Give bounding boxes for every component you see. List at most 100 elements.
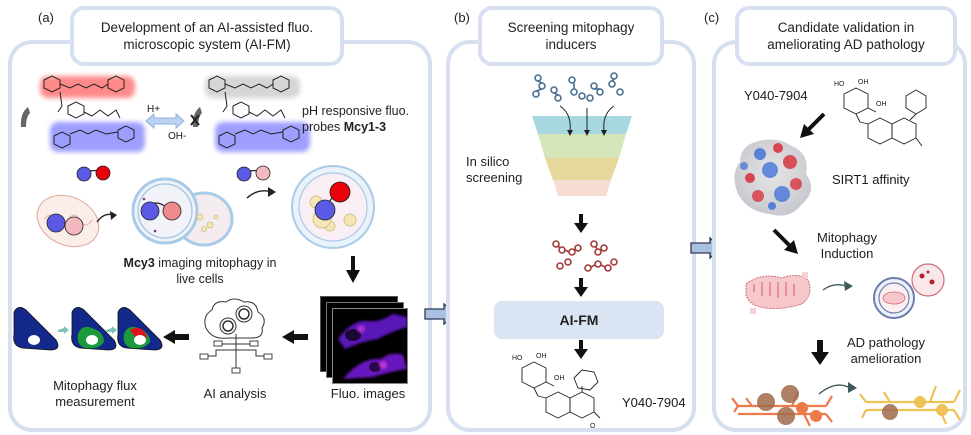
panel-a-title-line1: Development of an AI-assisted fluo. bbox=[100, 20, 314, 35]
arrow-icon bbox=[58, 326, 69, 334]
y040-7904-structure: HO OH OH bbox=[834, 79, 927, 147]
linker-structure bbox=[57, 91, 121, 119]
ad-line1: AD pathology bbox=[846, 335, 926, 350]
red-cyanine-structure bbox=[43, 75, 125, 93]
in-silico-line1: In silico bbox=[466, 154, 510, 169]
mito-induction-line1: Mitophagy bbox=[817, 230, 877, 245]
svg-text:OH: OH bbox=[876, 101, 887, 108]
sirt1-protein-surface bbox=[734, 139, 812, 216]
blue-cyanine-structure bbox=[218, 125, 300, 149]
curved-arrow-icon bbox=[96, 211, 117, 223]
flux-line2: measurement bbox=[55, 394, 135, 409]
oh-minus-label: OH- bbox=[168, 131, 187, 142]
down-arrow-icon bbox=[574, 278, 588, 297]
cell-stage-1 bbox=[13, 307, 59, 351]
left-arrow-icon bbox=[282, 330, 308, 344]
panel-b-title-line1: Screening mitophagy bbox=[507, 20, 635, 35]
imaging-line1: imaging mitophagy in bbox=[154, 256, 277, 270]
mitophagosome-icon bbox=[873, 263, 945, 319]
amyloid-plaque bbox=[757, 393, 775, 411]
imaging-caption: Mcy3 imaging mitophagy in live cells bbox=[110, 255, 290, 287]
screening-funnel bbox=[532, 105, 632, 196]
panel-c-header: Candidate validation in ameliorating AD … bbox=[735, 6, 957, 66]
down-arrow-icon bbox=[346, 256, 360, 283]
ai-brain-network-icon bbox=[199, 298, 273, 374]
probe-name-bold: Mcy1-3 bbox=[343, 120, 387, 134]
fluo-image-front bbox=[332, 308, 408, 384]
down-arrow-icon bbox=[574, 214, 588, 233]
amyloid-plaque bbox=[781, 385, 799, 403]
svg-text:HO: HO bbox=[512, 355, 523, 362]
probe-text-prefix: probes bbox=[302, 120, 344, 134]
grey-cyanine-structure bbox=[208, 75, 290, 119]
panel-a-label: (a) bbox=[38, 10, 54, 25]
svg-text:HO: HO bbox=[834, 81, 845, 88]
ad-line2: amelioration bbox=[850, 351, 922, 366]
arrow-icon bbox=[106, 326, 117, 334]
panel-b-title-line2: inducers bbox=[545, 37, 597, 52]
compound-library-icon bbox=[532, 72, 624, 102]
y040-7904-structure: HO OH OH O bbox=[512, 353, 601, 430]
funnel-layer-1 bbox=[532, 116, 632, 134]
funnel-layer-4 bbox=[553, 180, 611, 196]
svg-text:O: O bbox=[590, 423, 596, 430]
equilibrium-double-arrow-icon bbox=[145, 112, 185, 130]
cell-stage-2 bbox=[71, 307, 117, 351]
curved-arrow-icon bbox=[246, 187, 276, 199]
probe-molecule-inactive bbox=[205, 75, 310, 152]
imaging-line2: live cells bbox=[176, 272, 224, 286]
panel-a-title-line2: microscopic system (AI-FM) bbox=[123, 37, 291, 52]
probe-molecule-active bbox=[40, 75, 145, 152]
flux-line1: Mitophagy flux bbox=[53, 378, 137, 393]
svg-text:OH: OH bbox=[554, 375, 565, 382]
compound-label-b: Y040-7904 bbox=[622, 395, 686, 410]
curved-arrow-icon bbox=[822, 281, 853, 291]
ai-fm-box: AI-FM bbox=[494, 301, 664, 339]
panel-a-header: Development of an AI-assisted fluo. micr… bbox=[70, 6, 344, 66]
funnel-layer-2 bbox=[538, 134, 626, 158]
blue-cyanine-structure bbox=[53, 125, 135, 149]
mito-induction-line2: Induction bbox=[820, 246, 874, 261]
panel-b-header: Screening mitophagy inducers bbox=[478, 6, 664, 66]
h-plus-label: H+ bbox=[147, 104, 161, 115]
blue-cyanine-glow bbox=[50, 122, 145, 152]
curved-arrow-icon bbox=[818, 382, 857, 395]
panel-c-title-line1: Candidate validation in bbox=[777, 20, 915, 35]
amyloid-plaque bbox=[882, 404, 898, 420]
ai-analysis-label: AI analysis bbox=[203, 386, 267, 401]
diseased-neurons-with-plaques bbox=[731, 385, 833, 427]
svg-text:OH: OH bbox=[536, 353, 547, 360]
panel-c-label: (c) bbox=[704, 10, 720, 25]
fluorescent-cells bbox=[338, 314, 407, 379]
down-arrow-icon bbox=[574, 340, 588, 359]
sirt1-affinity-label: SIRT1 affinity bbox=[832, 172, 910, 187]
diagonal-arrow-icon bbox=[772, 228, 798, 254]
diagonal-arrow-icon bbox=[800, 112, 826, 138]
left-arrow-icon bbox=[163, 330, 189, 344]
curved-arrow-icon bbox=[20, 107, 30, 127]
mitophagy-flux-label: Mitophagy flux measurement bbox=[40, 378, 150, 410]
fluo-images-label: Fluo. images bbox=[330, 386, 406, 401]
panel-b bbox=[446, 40, 696, 432]
probe-icon-red bbox=[76, 165, 111, 182]
funnel-layer-3 bbox=[545, 158, 619, 180]
blocked-arrow-icon bbox=[190, 107, 202, 127]
amyloid-plaque bbox=[777, 407, 795, 425]
svg-text:OH: OH bbox=[858, 79, 869, 86]
probe-description: pH responsive fluo. probes Mcy1-3 bbox=[302, 103, 427, 135]
probe-icon-pink bbox=[236, 165, 271, 182]
mitophagy-induction-label: Mitophagy Induction bbox=[812, 230, 882, 262]
mitophagosome-fusion bbox=[131, 177, 234, 247]
compound-label-c: Y040-7904 bbox=[744, 88, 808, 103]
damaged-mitochondrion bbox=[745, 272, 811, 314]
healthy-neurons bbox=[859, 385, 961, 425]
in-silico-label: In silico screening bbox=[466, 154, 546, 186]
panel-b-label: (b) bbox=[454, 10, 470, 25]
down-arrow-icon bbox=[811, 340, 829, 365]
imaging-probe-bold: Mcy3 bbox=[123, 256, 155, 270]
blue-cyanine-glow bbox=[215, 122, 310, 152]
mitochondrion-with-probe bbox=[36, 194, 100, 248]
autolysosome bbox=[291, 165, 375, 249]
panel-c-title-line2: ameliorating AD pathology bbox=[767, 37, 925, 52]
ad-amelioration-label: AD pathology amelioration bbox=[836, 335, 936, 367]
